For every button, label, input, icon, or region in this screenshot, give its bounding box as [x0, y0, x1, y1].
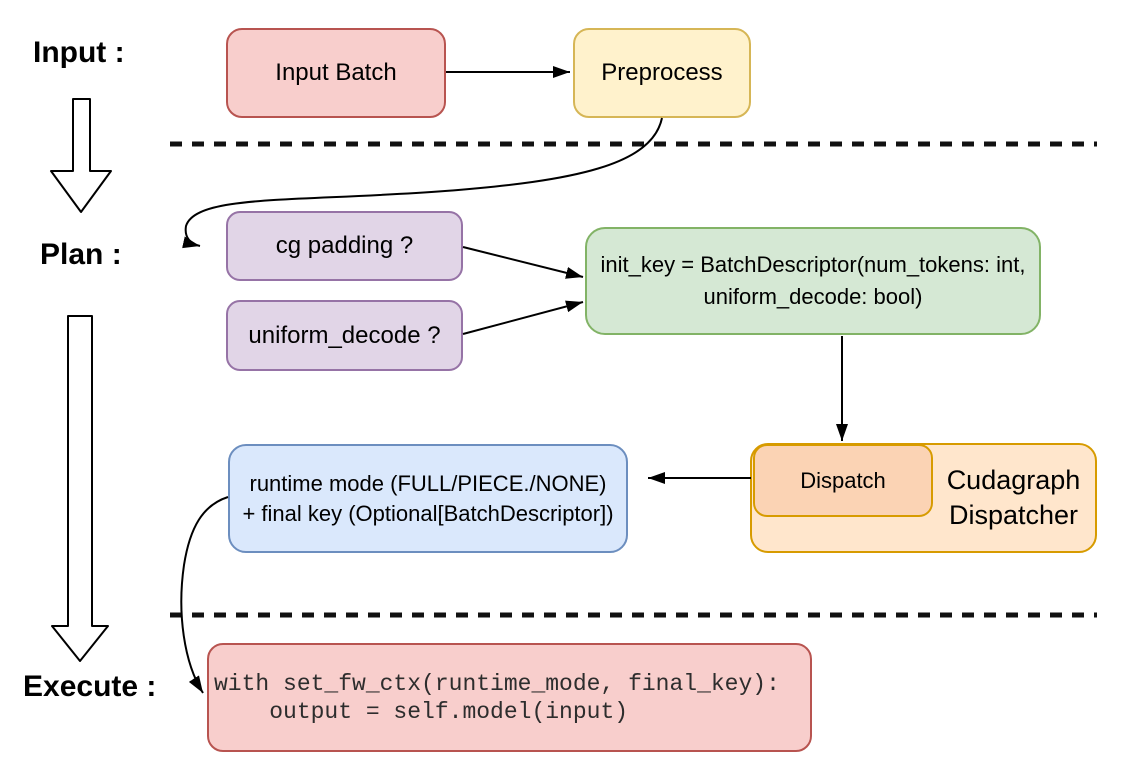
execute-stage-label: Execute : [23, 670, 157, 703]
runtime-mode-line1: runtime mode (FULL/PIECE./NONE) [249, 470, 607, 496]
init-key-line2: uniform_decode: bool) [703, 284, 923, 309]
plan-to-execute-arrow-icon [51, 315, 109, 662]
init-key-line1: init_key = BatchDescriptor(num_tokens: i… [600, 252, 1026, 277]
uniform-decode-label: uniform_decode ? [248, 321, 441, 349]
input-stage-label: Input : [33, 36, 125, 69]
input-batch-label: Input Batch [275, 59, 397, 86]
preprocess-label: Preprocess [601, 59, 723, 86]
runtime-mode-line2: + final key (Optional[BatchDescriptor]) [242, 500, 614, 526]
connector-cgpadding-to-initkey [462, 246, 584, 279]
cg-padding-node: cg padding ? [226, 211, 463, 281]
cg-padding-label: cg padding ? [275, 232, 414, 259]
uniform-decode-node: uniform_decode ? [226, 300, 463, 371]
connector-uniformdecode-to-initkey [462, 300, 584, 335]
dispatch-label: Dispatch [800, 467, 886, 493]
execute-code-line1: with set_fw_ctx(runtime_mode, final_key)… [214, 670, 780, 697]
cudagraph-dispatcher-line1: Cudagraph [946, 465, 1081, 495]
input-batch-node: Input Batch [226, 28, 446, 118]
cudagraph-dispatcher-line2: Dispatcher [948, 500, 1079, 530]
runtime-mode-node: runtime mode (FULL/PIECE./NONE) + final … [228, 444, 628, 553]
input-to-plan-arrow-icon [50, 98, 112, 213]
dispatch-node: Dispatch [753, 444, 933, 517]
execute-code-line2: output = self.model(input) [214, 698, 629, 725]
preprocess-node: Preprocess [573, 28, 751, 118]
plan-stage-label: Plan : [40, 238, 122, 271]
execute-code-node: with set_fw_ctx(runtime_mode, final_key)… [207, 643, 812, 752]
init-key-node: init_key = BatchDescriptor(num_tokens: i… [585, 227, 1041, 335]
